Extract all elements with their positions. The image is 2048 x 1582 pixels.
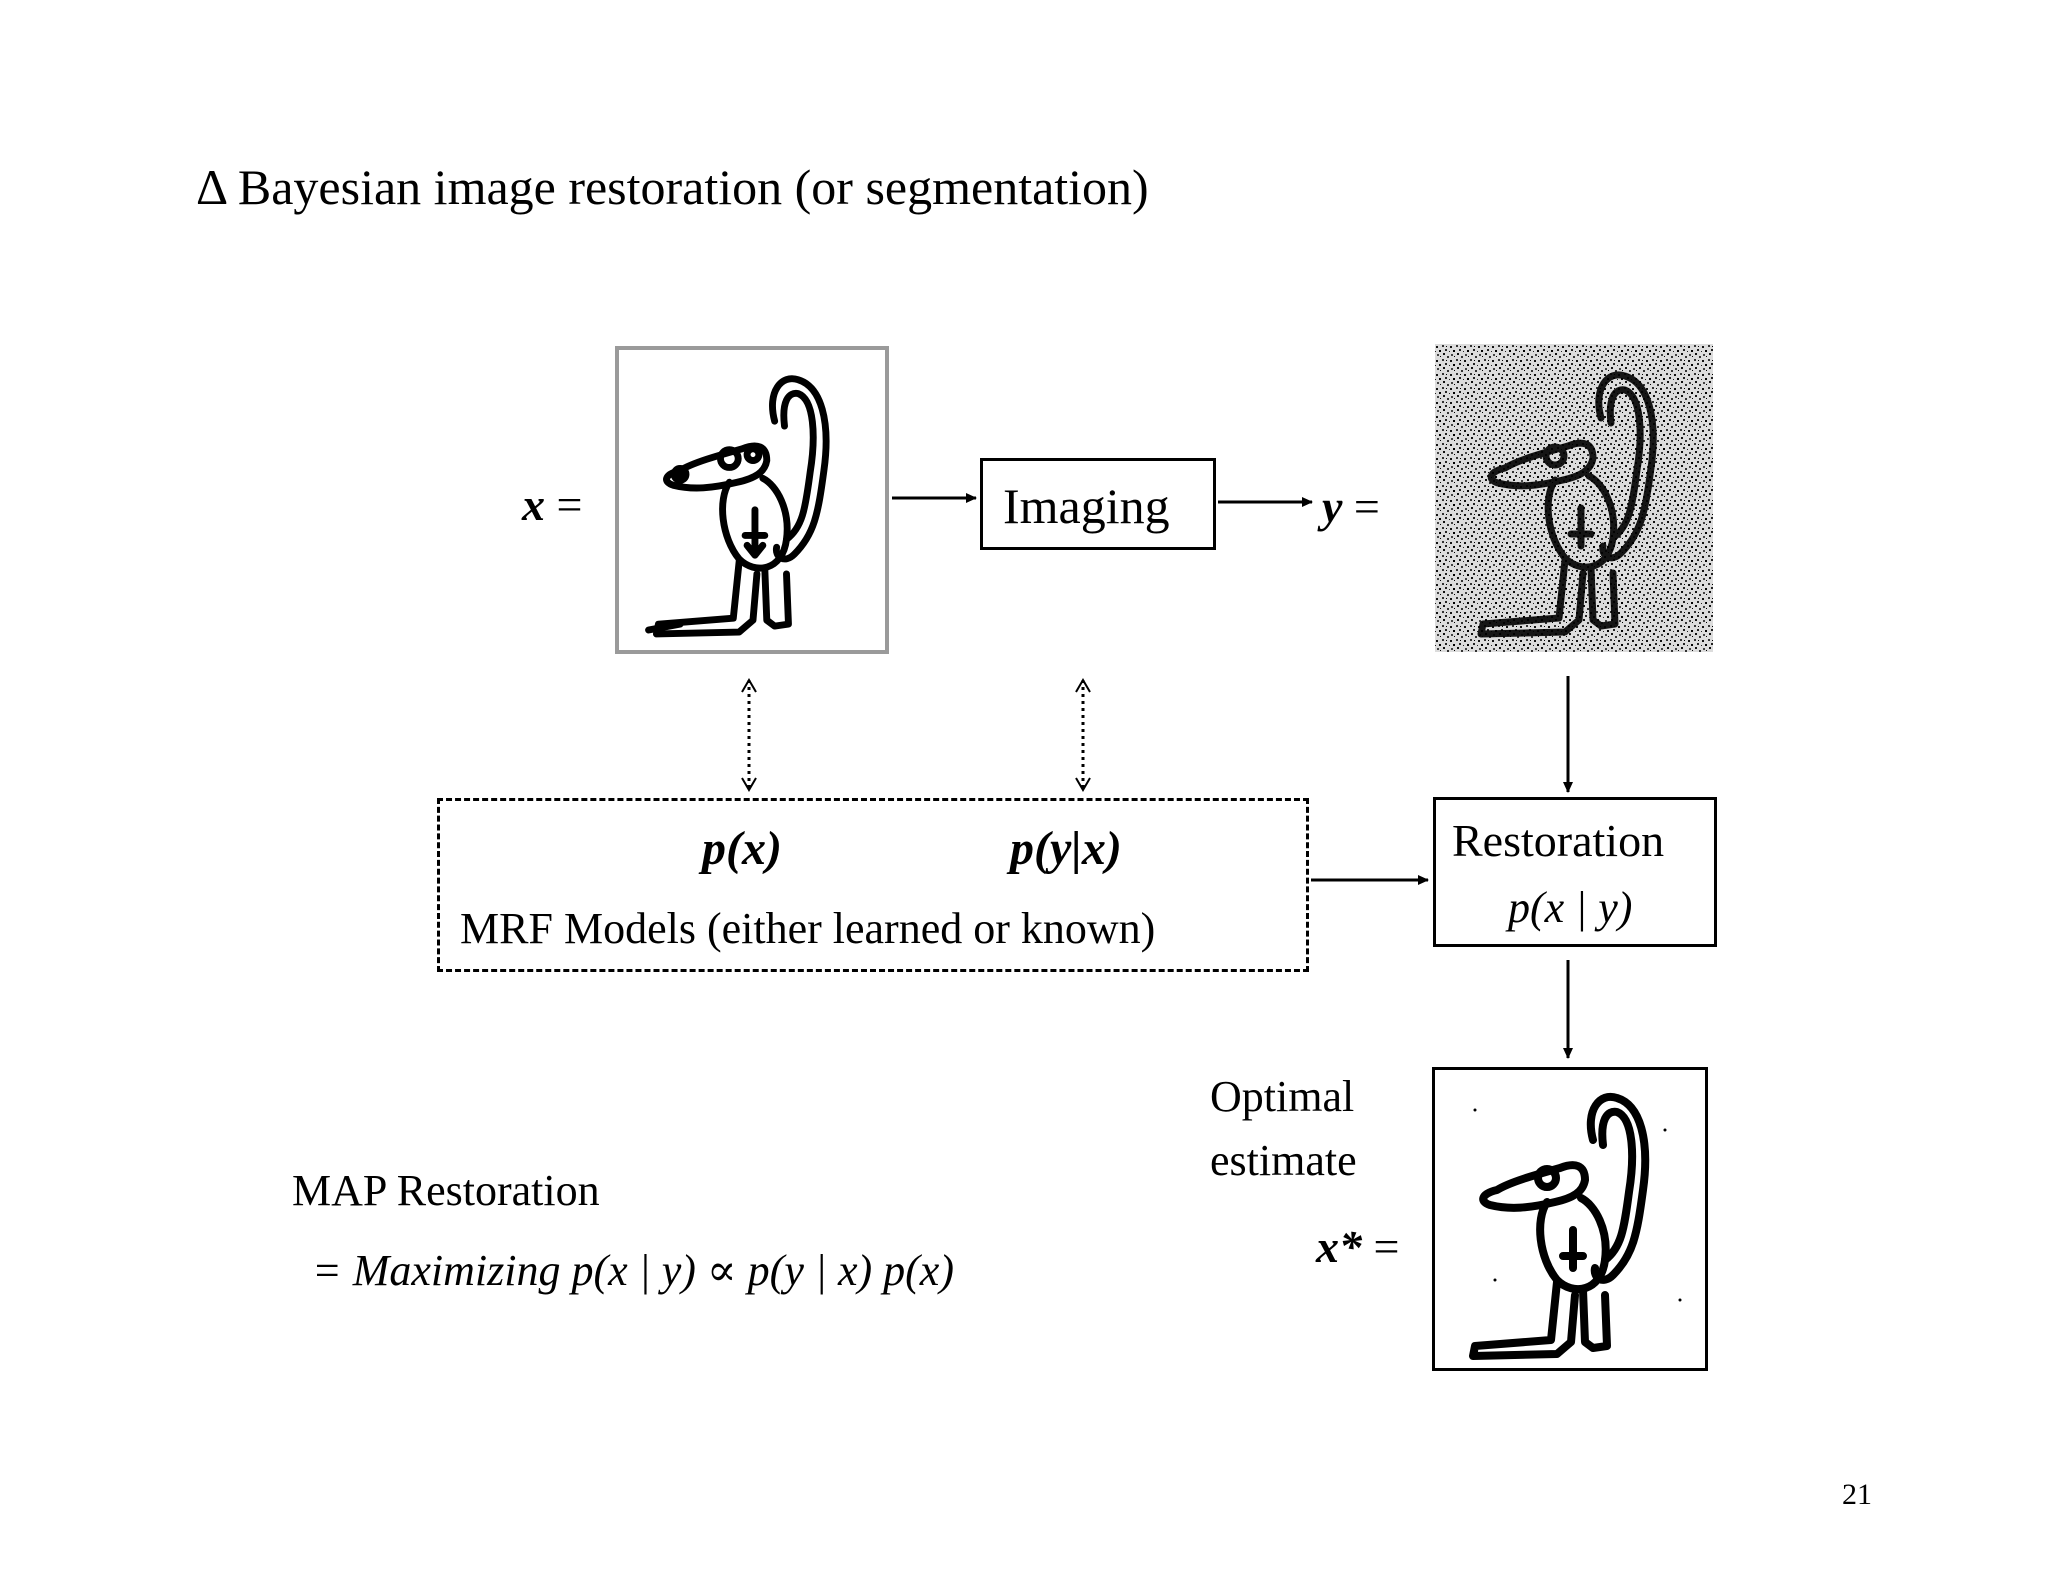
x-star-symbol: x* bbox=[1316, 1221, 1362, 1272]
imaging-box: Imaging bbox=[980, 458, 1216, 550]
clean-image bbox=[615, 346, 889, 654]
x-equals-label: x = bbox=[522, 478, 582, 531]
map-restoration-equation: = Maximizing p(x | y) ∝ p(y | x) p(x) bbox=[312, 1246, 954, 1295]
y-symbol: y bbox=[1322, 481, 1343, 532]
mrf-models-box: p(x) p(y|x) MRF Models (either learned o… bbox=[437, 798, 1309, 972]
estimate-line: estimate bbox=[1210, 1136, 1357, 1185]
map-restoration-title: MAP Restoration bbox=[292, 1166, 600, 1215]
prior-formula: p(x) bbox=[702, 822, 782, 875]
imaging-label: Imaging bbox=[1003, 478, 1170, 534]
restoration-box: Restoration p(x | y) bbox=[1433, 797, 1717, 947]
clean-cartoon-icon bbox=[645, 375, 830, 638]
likelihood-formula: p(y|x) bbox=[1010, 822, 1122, 875]
restoration-title: Restoration bbox=[1452, 815, 1665, 866]
restoration-formula: p(x | y) bbox=[1508, 883, 1633, 932]
slide-title: Δ Bayesian image restoration (or segment… bbox=[196, 159, 1149, 215]
optimal-estimate-label: Optimal estimate bbox=[1210, 1065, 1357, 1193]
y-equals-label: y = bbox=[1322, 480, 1380, 533]
equals-sign: = bbox=[556, 479, 583, 530]
optimal-line: Optimal bbox=[1210, 1072, 1355, 1121]
restored-cartoon-icon bbox=[1469, 1092, 1682, 1360]
restored-image bbox=[1432, 1067, 1708, 1371]
noisy-image bbox=[1435, 344, 1713, 652]
equals-sign: = bbox=[1353, 481, 1380, 532]
x-star-equals-label: x* = bbox=[1316, 1220, 1399, 1273]
equals-sign: = bbox=[1373, 1221, 1400, 1272]
mrf-caption: MRF Models (either learned or known) bbox=[460, 904, 1156, 953]
x-symbol: x bbox=[522, 479, 545, 530]
page-number: 21 bbox=[1842, 1478, 1872, 1511]
noisy-cartoon-icon bbox=[1435, 344, 1713, 652]
